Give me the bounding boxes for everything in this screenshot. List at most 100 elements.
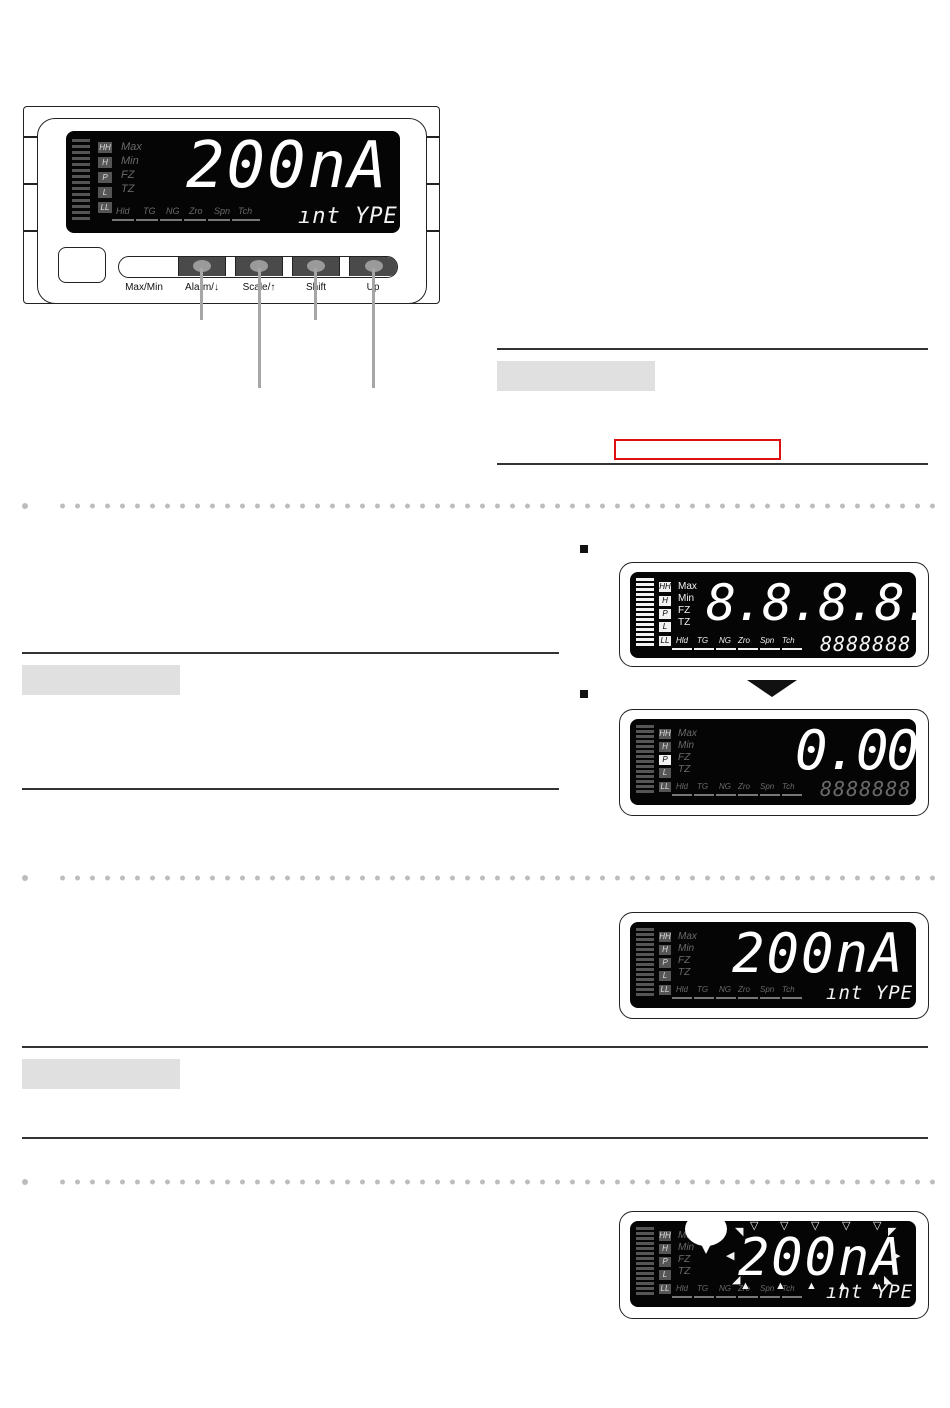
bargraph-segment: [636, 750, 654, 753]
status-underline: [694, 997, 714, 999]
type-lcd: HH H P L LL Max Min FZ TZ Hld TG NG Zro …: [630, 922, 916, 1008]
status-spn: Spn: [760, 782, 775, 791]
shift-key[interactable]: [292, 257, 340, 276]
bargraph-segment: [636, 638, 654, 641]
flash-mark: ◤: [888, 1226, 897, 1238]
status-underline: [738, 794, 758, 796]
bargraph-segment: [636, 943, 654, 946]
status-underline: [760, 1296, 780, 1298]
bargraph-segment: [636, 760, 654, 763]
flash-mark: ▶: [892, 1250, 901, 1262]
status-underline: [760, 648, 780, 650]
indicator-ll: LL: [659, 636, 671, 646]
bargraph-segment: [636, 963, 654, 966]
flash-mark: ◣: [884, 1274, 893, 1286]
bullet-marker: [580, 545, 588, 553]
flash-mark: ▲: [806, 1280, 817, 1292]
section-divider-dot: [22, 503, 28, 509]
flash-mark: ▽: [750, 1221, 759, 1232]
status-tg: TG: [697, 636, 709, 645]
indicator-p: P: [98, 172, 112, 183]
bargraph-segment: [636, 1262, 654, 1265]
bargraph-segment: [636, 725, 654, 728]
bargraph-segment: [72, 211, 90, 214]
housing-tick: [426, 183, 440, 185]
indicator-hh: HH: [659, 1231, 671, 1241]
highlight-frame: [614, 439, 781, 460]
bargraph-segment: [636, 928, 654, 931]
status-underline: [694, 794, 714, 796]
bargraph-segment: [636, 993, 654, 996]
housing-tick: [426, 230, 440, 232]
note-top-rule: [497, 348, 928, 350]
bargraph-segment: [636, 765, 654, 768]
type-sub-readout: ınt YPE: [826, 982, 914, 1004]
status-ng: NG: [719, 985, 731, 994]
up-key[interactable]: [349, 257, 397, 276]
bargraph-segment: [636, 735, 654, 738]
status-zro: Zro: [738, 1284, 750, 1293]
bargraph-segment: [636, 968, 654, 971]
key-nub: [307, 260, 325, 272]
bargraph-segment: [636, 933, 654, 936]
status-underline: [738, 997, 758, 999]
type-main-readout: 200nA: [732, 922, 905, 985]
indicator-p: P: [659, 958, 671, 968]
flash-mark: ◀: [726, 1250, 735, 1262]
bargraph-segment: [636, 958, 654, 961]
scale-key[interactable]: [235, 257, 283, 276]
bargraph-segment: [636, 938, 654, 941]
indicator-h: H: [659, 945, 671, 955]
indicator-ll: LL: [659, 985, 671, 995]
indicator-hh: HH: [659, 932, 671, 942]
flash-mark: ▽: [842, 1221, 851, 1232]
bargraph-segment: [636, 1292, 654, 1295]
indicator-p: P: [659, 1257, 671, 1267]
bargraph-segment: [636, 623, 654, 626]
bargraph-segment: [636, 578, 654, 581]
bargraph-segment: [636, 633, 654, 636]
status-zro: Zro: [738, 985, 750, 994]
bargraph-segment: [636, 1247, 654, 1250]
alarm-key[interactable]: [178, 257, 226, 276]
bargraph-segment: [636, 593, 654, 596]
test-sub-readout: 8888888: [820, 632, 912, 656]
bargraph-segment: [636, 953, 654, 956]
status-hld: Hld: [676, 1284, 689, 1293]
mode-min: Min: [678, 1242, 695, 1253]
bargraph-segment: [636, 598, 654, 601]
housing-tick: [23, 136, 37, 138]
flash-mark: ▽: [811, 1221, 820, 1232]
status-tch: Tch: [782, 782, 795, 791]
bargraph-segment: [636, 1252, 654, 1255]
status-underline: [782, 1296, 802, 1298]
bargraph-segment: [636, 988, 654, 991]
status-ng: NG: [719, 782, 731, 791]
bargraph-segment: [636, 770, 654, 773]
indicator-ll: LL: [659, 782, 671, 792]
zero-sub-readout: 8888888: [820, 777, 912, 801]
mode-fz: FZ: [678, 1254, 691, 1265]
bargraph-segment: [636, 628, 654, 631]
bargraph-segment: [636, 583, 654, 586]
indicator-h: H: [98, 157, 112, 168]
flash-mark: ▽: [780, 1221, 789, 1232]
mode-min: Min: [121, 155, 139, 167]
status-spn: Spn: [760, 1284, 775, 1293]
bargraph-segment: [636, 618, 654, 621]
bargraph-segment: [636, 745, 654, 748]
housing-tick: [23, 230, 37, 232]
indicator-l: L: [659, 1270, 671, 1280]
status-underline: [672, 794, 692, 796]
flash-mark: ◢: [732, 1274, 741, 1286]
bargraph-segment: [72, 199, 90, 202]
status-underline: [760, 794, 780, 796]
bargraph-segment: [72, 193, 90, 196]
status-underline: [672, 648, 692, 650]
bargraph-segment: [636, 1232, 654, 1235]
mode-max: Max: [121, 141, 142, 153]
bargraph-segment: [636, 1267, 654, 1270]
main-lcd-display: HH H P L LL Max Min FZ TZ Hld TG NG Zro …: [66, 131, 400, 233]
bargraph-segment: [72, 181, 90, 184]
note-heading-bar: [22, 1059, 180, 1089]
